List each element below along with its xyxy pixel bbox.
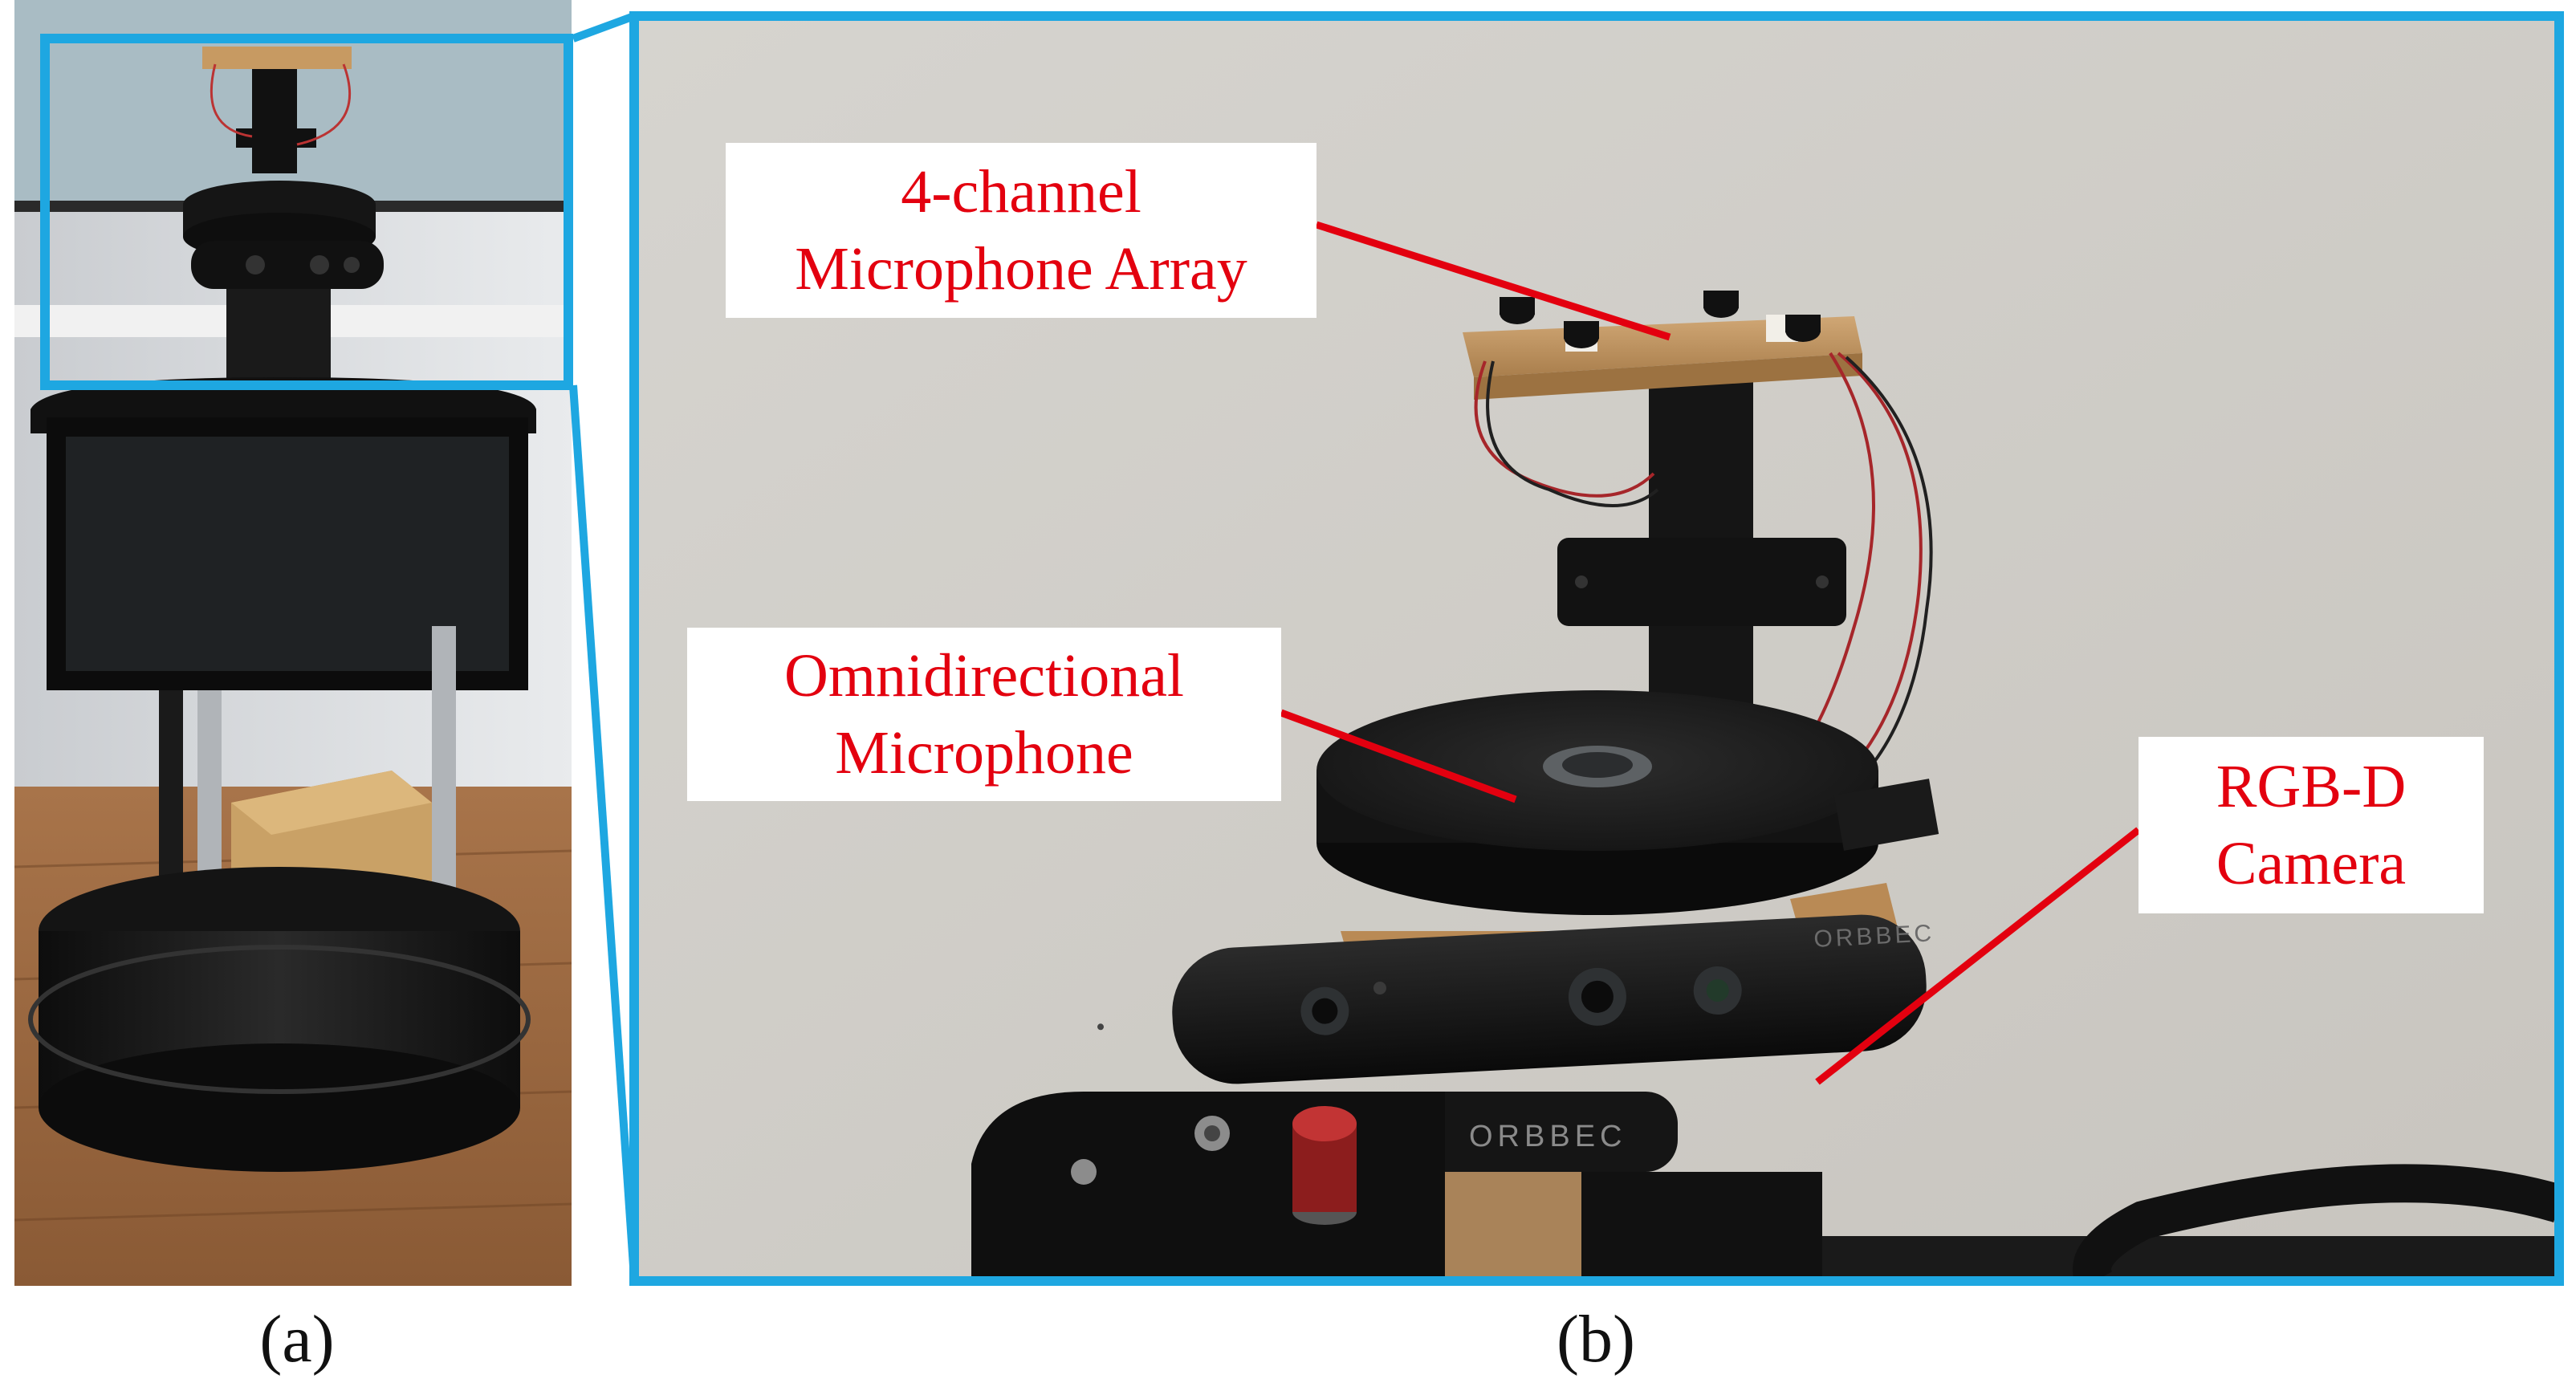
label-mic-array-line1: 4-channel [901,158,1141,226]
caption-panel-b: (b) [1557,1302,1635,1377]
label-rgbd-camera-line1: RGB-D [2216,753,2407,820]
connector-top [572,12,636,43]
label-omni-mic-line1: Omnidirectional [783,642,1185,710]
caption-panel-a: (a) [259,1302,335,1377]
camera-brand-text: ORBBEC [1813,920,1935,953]
leader-line-mic-array [1315,221,1671,341]
zoom-region-frame [40,34,573,390]
connector-bottom [569,384,638,1279]
label-omni-mic-line2: Microphone [835,719,1133,787]
label-omni-mic: Omnidirectional Microphone [687,628,1281,801]
label-mic-array-line2: Microphone Array [795,235,1247,303]
bracket-brand-text: ORBBEC [1469,1120,1626,1153]
label-rgbd-camera-line2: Camera [2216,830,2407,897]
leader-line-camera [1815,827,2141,1085]
label-rgbd-camera: RGB-D Camera [2139,737,2484,913]
label-mic-array: 4-channel Microphone Array [726,143,1316,318]
leader-line-omni-mic [1280,709,1517,803]
zoom-panel-frame [629,11,2564,1286]
